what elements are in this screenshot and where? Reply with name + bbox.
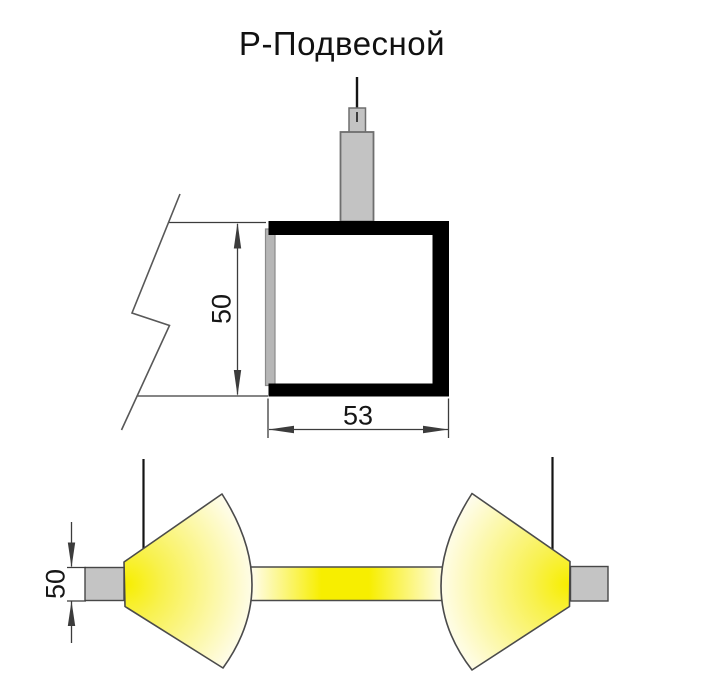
endcap-left (84, 566, 125, 602)
cross-section-figure (120, 77, 450, 438)
arrow-down-icon (233, 370, 242, 396)
arrow-left-icon (268, 425, 294, 434)
width-dimension (267, 398, 450, 438)
suspension-mount (339, 131, 375, 223)
light-height-dimension (67, 522, 86, 643)
light-cone-left (123, 493, 253, 669)
arrow-up-icon (233, 222, 242, 249)
light-cone-right (440, 492, 571, 671)
break-line (120, 193, 181, 431)
height-dim-label: 50 (206, 293, 237, 325)
height-dimension (137, 221, 268, 397)
diffuser-strip (264, 228, 276, 387)
arrow-right-icon (423, 425, 449, 434)
light-bar (250, 567, 448, 601)
endcap-right (569, 565, 609, 602)
page-title: Р-Подвесной (238, 25, 446, 62)
arrow-up-icon (67, 601, 76, 626)
light-height-dim-label: 50 (40, 568, 71, 600)
profile-frame (268, 221, 449, 397)
arrow-down-icon (67, 542, 76, 568)
width-dim-label: 53 (342, 400, 374, 431)
light-distribution-figure (67, 457, 609, 671)
